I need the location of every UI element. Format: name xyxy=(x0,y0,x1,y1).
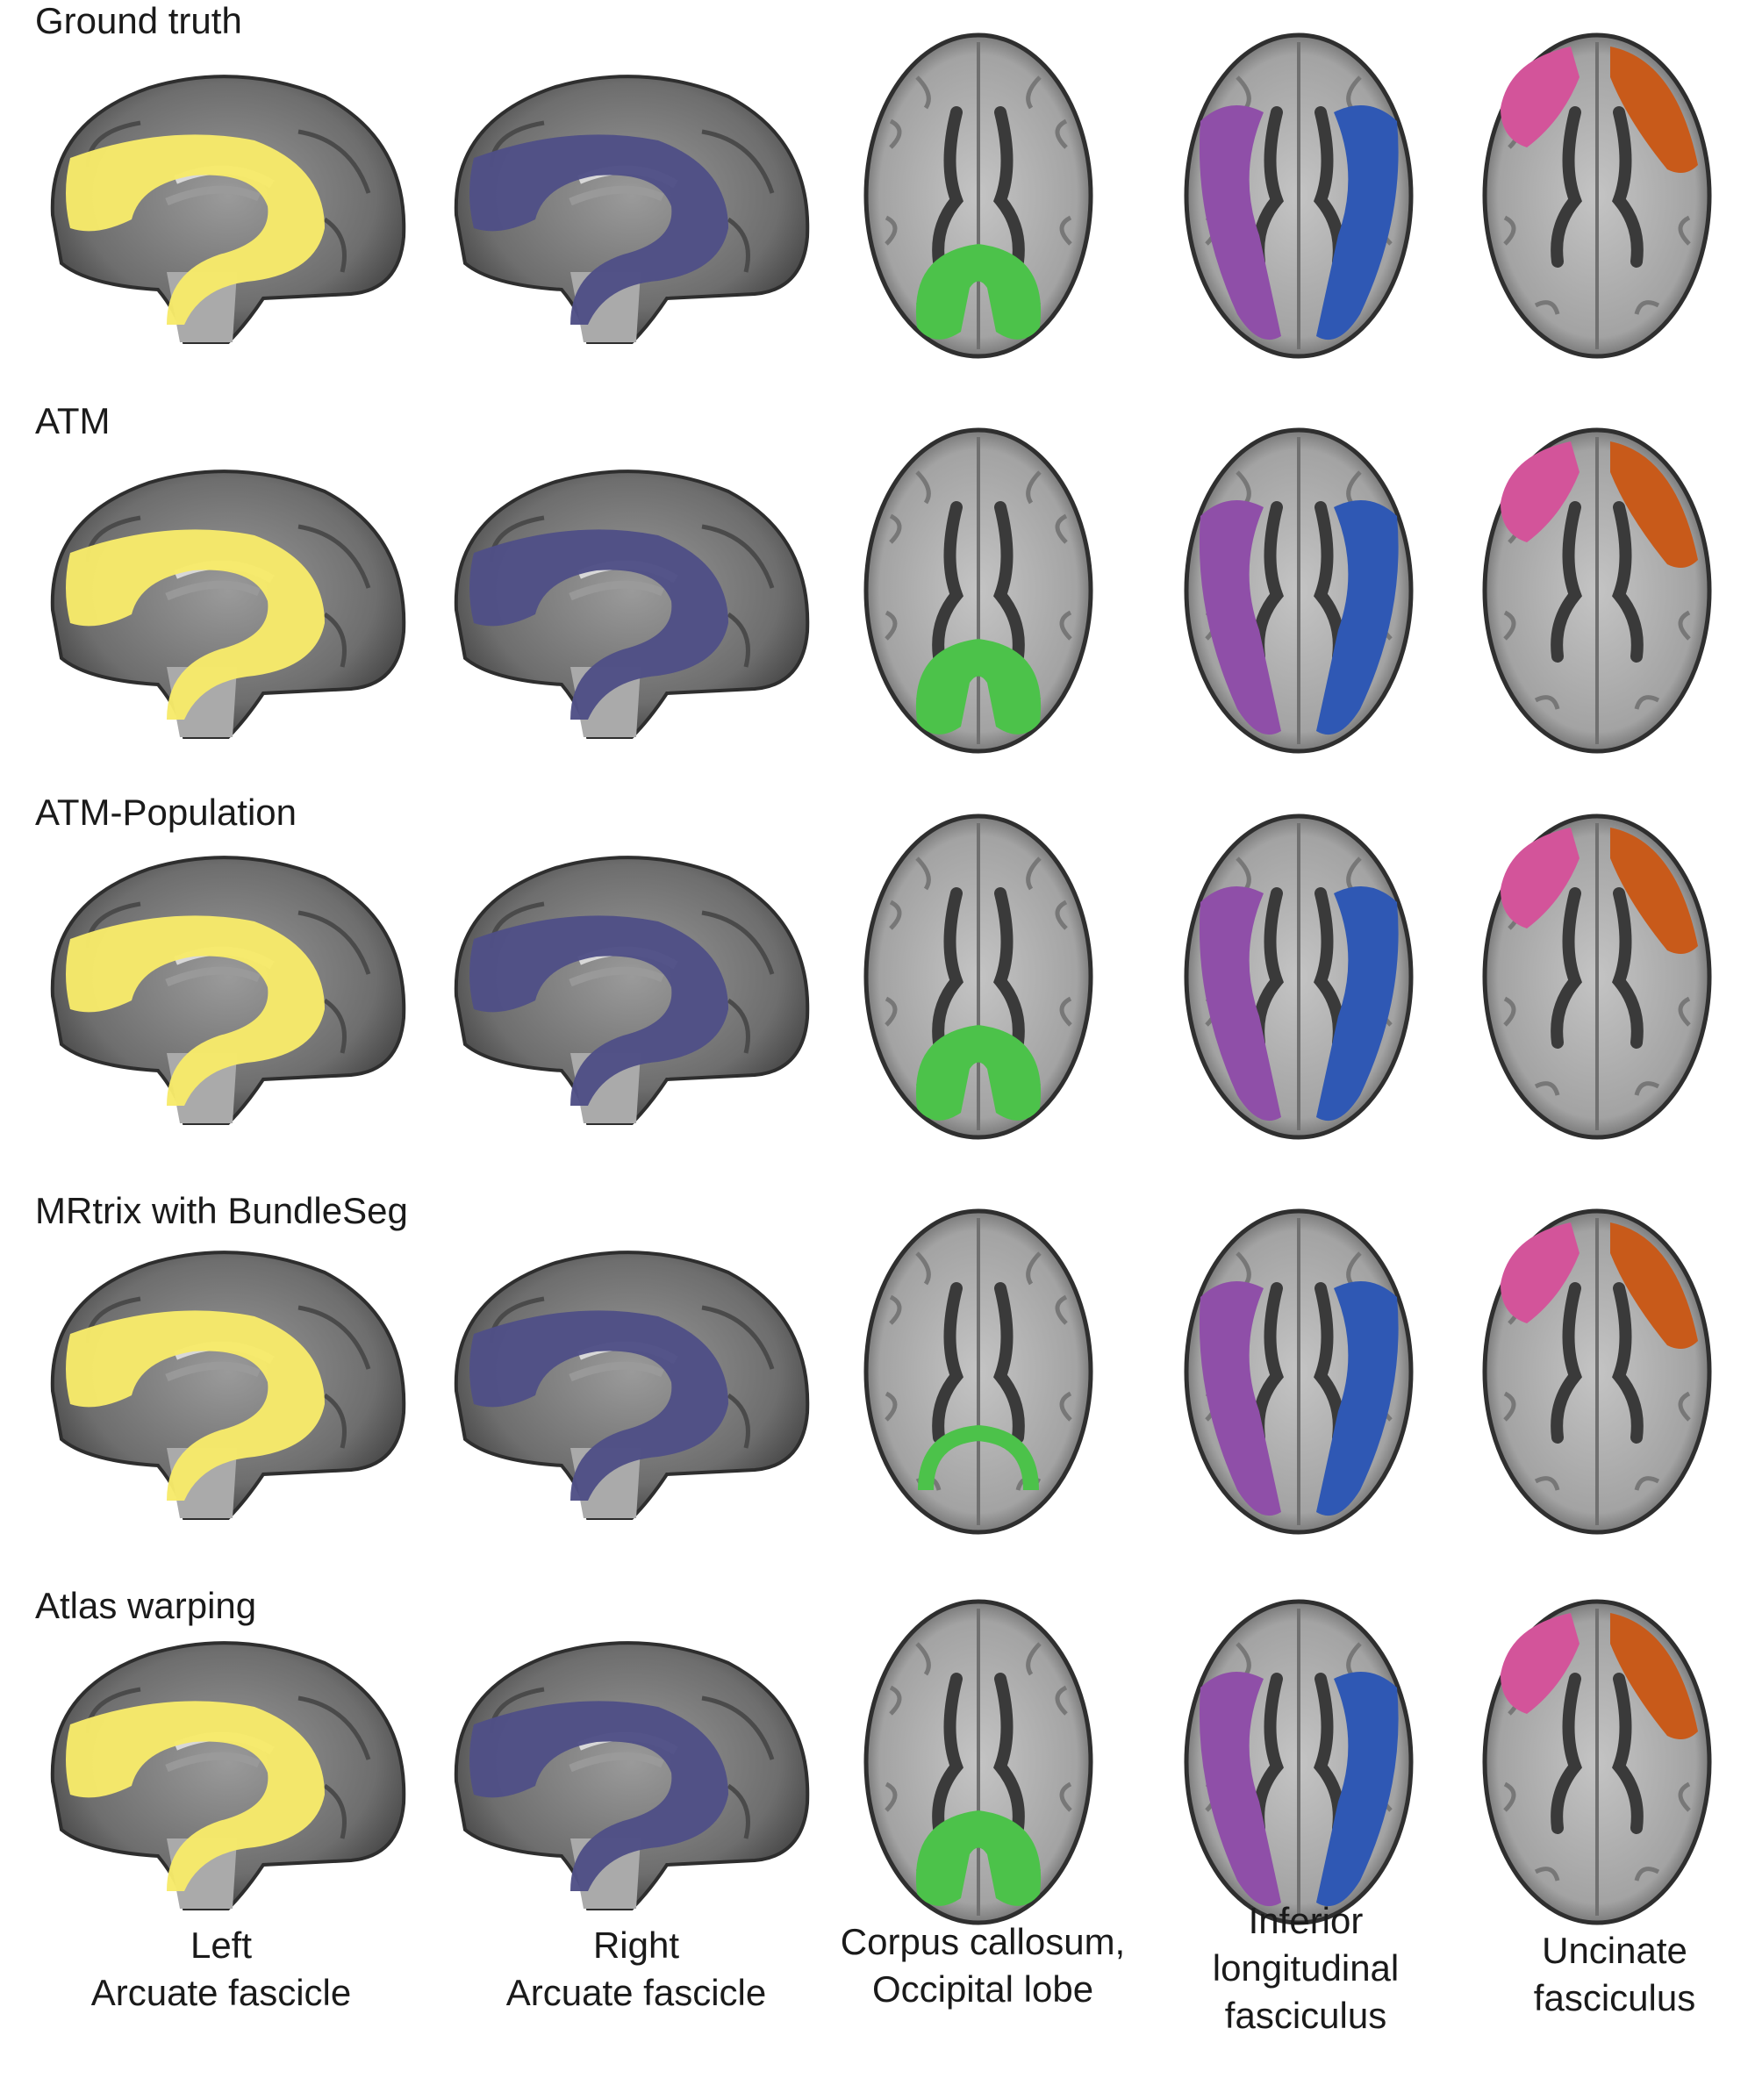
panel-left-arcuate-ground-truth xyxy=(35,61,421,351)
row-label-atm-population: ATM-Population xyxy=(35,792,297,833)
column-label-line: Left xyxy=(190,1924,253,1966)
panel-uncinate-atlas-warping xyxy=(1474,1591,1720,1933)
panel-ilf-mrtrix-bundleseg xyxy=(1176,1201,1422,1543)
panel-left-arcuate-atm-population xyxy=(35,842,421,1132)
panel-uncinate-mrtrix-bundleseg xyxy=(1474,1201,1720,1543)
sagittal-brain-image xyxy=(50,856,406,1125)
axial-brain-image xyxy=(1482,813,1712,1140)
column-label-line: fasciculus xyxy=(1224,1995,1387,2036)
sagittal-brain-image xyxy=(50,1251,406,1520)
axial-brain-image xyxy=(1482,32,1712,359)
panel-right-arcuate-atlas-warping xyxy=(439,1628,825,1917)
sagittal-brain-image xyxy=(50,75,406,344)
panel-ilf-ground-truth xyxy=(1176,25,1422,367)
panel-ilf-atm-population xyxy=(1176,806,1422,1148)
column-label-right-arcuate: Right Arcuate fascicle xyxy=(469,1922,803,2017)
sagittal-brain-image xyxy=(454,1251,810,1520)
panel-right-arcuate-atm-population xyxy=(439,842,825,1132)
column-label-uncinate: Uncinate fasciculus xyxy=(1448,1927,1755,2022)
panel-corpus-callosum-ground-truth xyxy=(856,25,1101,367)
axial-brain-image xyxy=(1184,32,1414,359)
panel-right-arcuate-ground-truth xyxy=(439,61,825,351)
axial-brain-image xyxy=(1482,427,1712,754)
column-label-line: Arcuate fascicle xyxy=(90,1972,352,2013)
row-label-atm: ATM xyxy=(35,400,111,441)
axial-brain-image xyxy=(863,1208,1093,1535)
panel-corpus-callosum-atlas-warping xyxy=(856,1591,1101,1933)
column-label-line: Right xyxy=(592,1924,680,1966)
sagittal-brain-image xyxy=(50,1641,406,1910)
panel-ilf-atm xyxy=(1176,419,1422,762)
axial-brain-image xyxy=(1184,1599,1414,1925)
row-label-atlas-warping: Atlas warping xyxy=(35,1585,257,1626)
axial-brain-image xyxy=(863,813,1093,1140)
row-label-mrtrix-bundleseg: MRtrix with BundleSeg xyxy=(35,1190,408,1231)
panel-uncinate-atm xyxy=(1474,419,1720,762)
column-label-line: longitudinal xyxy=(1212,1947,1400,1989)
row-label-ground-truth: Ground truth xyxy=(35,0,242,41)
column-label-corpus-callosum: Corpus callosum, Occipital lobe xyxy=(816,1918,1150,2013)
axial-brain-image xyxy=(863,1599,1093,1925)
panel-corpus-callosum-atm-population xyxy=(856,806,1101,1148)
column-label-ilf: Inferior longitudinal fasciculus xyxy=(1139,1897,1472,2039)
axial-brain-image xyxy=(1482,1208,1712,1535)
sagittal-brain-image xyxy=(50,469,406,739)
panel-left-arcuate-atlas-warping xyxy=(35,1628,421,1917)
column-label-line: Corpus callosum, xyxy=(840,1921,1126,1962)
axial-brain-image xyxy=(863,427,1093,754)
sagittal-brain-image xyxy=(454,469,810,739)
panel-corpus-callosum-atm xyxy=(856,419,1101,762)
panel-right-arcuate-mrtrix-bundleseg xyxy=(439,1237,825,1527)
panel-left-arcuate-mrtrix-bundleseg xyxy=(35,1237,421,1527)
column-label-line: Arcuate fascicle xyxy=(505,1972,767,2013)
axial-brain-image xyxy=(1482,1599,1712,1925)
sagittal-brain-image xyxy=(454,856,810,1125)
column-label-line: Inferior xyxy=(1248,1900,1364,1941)
sagittal-brain-image xyxy=(454,1641,810,1910)
column-label-line: fasciculus xyxy=(1533,1977,1696,2018)
sagittal-brain-image xyxy=(454,75,810,344)
axial-brain-image xyxy=(1184,1208,1414,1535)
axial-brain-image xyxy=(1184,813,1414,1140)
panel-left-arcuate-atm xyxy=(35,456,421,746)
panel-ilf-atlas-warping xyxy=(1176,1591,1422,1933)
axial-brain-image xyxy=(1184,427,1414,754)
column-label-line: Uncinate xyxy=(1542,1930,1687,1971)
panel-corpus-callosum-mrtrix-bundleseg xyxy=(856,1201,1101,1543)
column-label-left-arcuate: Left Arcuate fascicle xyxy=(54,1922,388,2017)
column-label-line: Occipital lobe xyxy=(871,1968,1094,2010)
axial-brain-image xyxy=(863,32,1093,359)
panel-uncinate-ground-truth xyxy=(1474,25,1720,367)
panel-right-arcuate-atm xyxy=(439,456,825,746)
panel-uncinate-atm-population xyxy=(1474,806,1720,1148)
